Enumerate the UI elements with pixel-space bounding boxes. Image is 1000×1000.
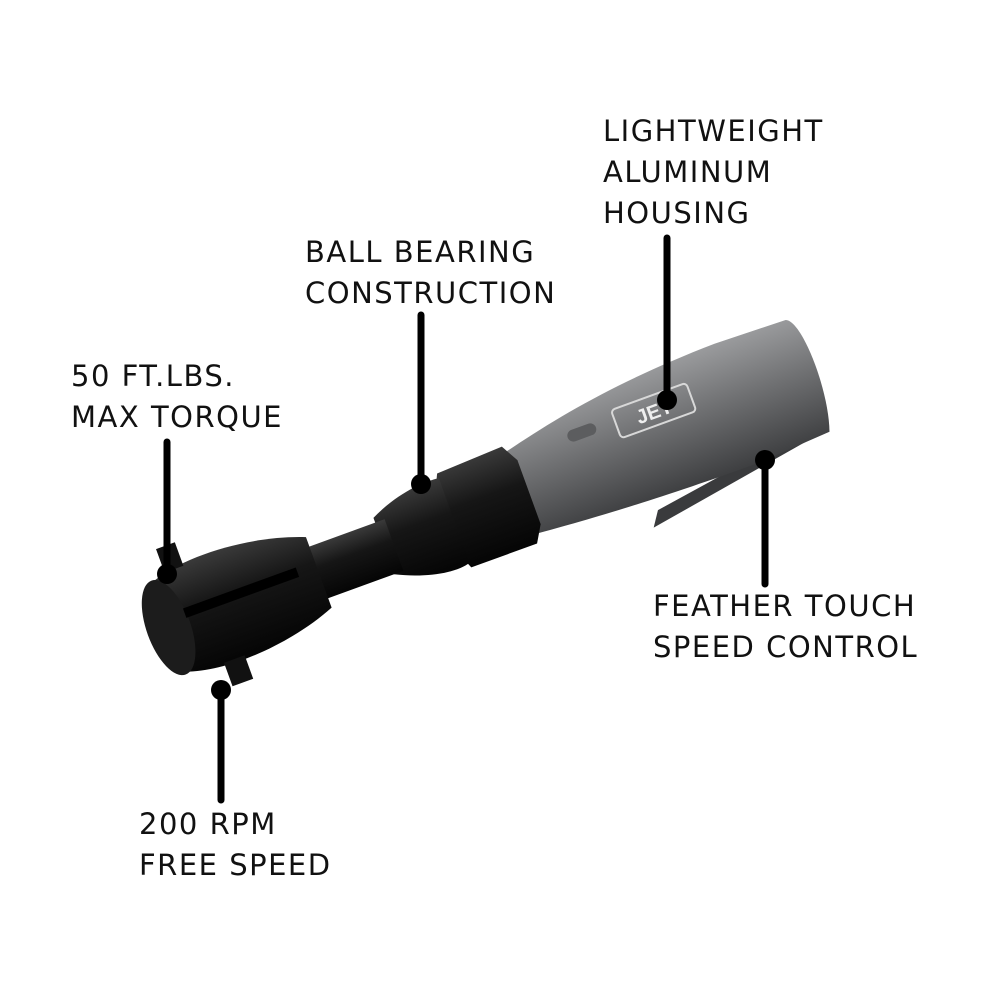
aluminum-housing bbox=[499, 319, 830, 536]
callout-torque: 50 FT.LBS. MAX TORQUE bbox=[71, 356, 283, 438]
callout-bearing: BALL BEARING CONSTRUCTION bbox=[305, 232, 556, 314]
callout-text: BALL BEARING bbox=[305, 235, 536, 269]
callout-text: FEATHER TOUCH bbox=[653, 589, 917, 623]
callout-text: CONSTRUCTION bbox=[305, 276, 557, 310]
callout-text: MAX TORQUE bbox=[71, 400, 284, 434]
callout-text: 50 FT.LBS. bbox=[71, 359, 235, 393]
callout-text: 200 RPM bbox=[139, 807, 277, 841]
callout-text: LIGHTWEIGHT bbox=[603, 114, 824, 148]
callout-dot bbox=[211, 680, 231, 700]
head-slot bbox=[182, 567, 300, 618]
callout-rpm: 200 RPM FREE SPEED bbox=[139, 804, 332, 886]
callout-text: FREE SPEED bbox=[139, 848, 332, 882]
callout-text: HOUSING bbox=[603, 196, 751, 230]
callout-dot bbox=[157, 564, 177, 584]
housing-groove bbox=[567, 423, 597, 442]
callout-dot bbox=[755, 450, 775, 470]
callout-speed-control: FEATHER TOUCH SPEED CONTROL bbox=[653, 586, 918, 668]
callout-text: SPEED CONTROL bbox=[653, 630, 919, 664]
logo-plate bbox=[611, 382, 697, 439]
callout-housing: LIGHTWEIGHT ALUMINUM HOUSING bbox=[603, 111, 824, 234]
square-drive bbox=[223, 655, 254, 687]
callout-dot bbox=[657, 390, 677, 410]
callout-text: ALUMINUM bbox=[603, 155, 773, 189]
head-face bbox=[141, 579, 196, 676]
hex-collar bbox=[435, 446, 541, 568]
neck bbox=[299, 519, 404, 602]
bearing-section bbox=[373, 478, 470, 576]
callout-dot bbox=[411, 474, 431, 494]
